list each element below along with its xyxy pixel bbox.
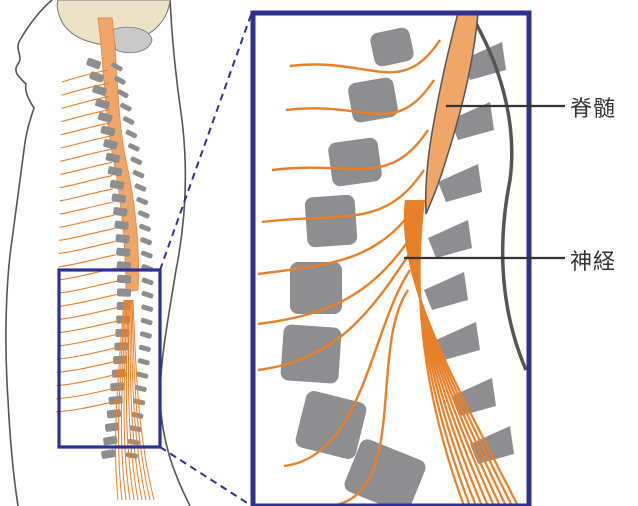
process-small (125, 129, 138, 139)
process-small (141, 277, 154, 286)
nerve-small (60, 202, 114, 214)
nerve-small (61, 149, 112, 161)
body-outline (6, 0, 52, 506)
process-small (139, 331, 152, 339)
vertebra-small (86, 57, 102, 69)
nerve-small (59, 242, 115, 254)
enlarged-view (253, 13, 529, 506)
process-small (132, 169, 145, 179)
nerve-small (58, 281, 117, 293)
process-small (136, 196, 149, 205)
nerve-small (57, 321, 118, 333)
process-small (140, 250, 153, 259)
body-side-view (6, 0, 190, 506)
process-small (127, 142, 140, 152)
process-small (140, 317, 153, 325)
nerve-small (60, 162, 112, 174)
process-small (139, 223, 152, 232)
process-small (140, 237, 153, 246)
label-nerves: 神経 (570, 244, 616, 276)
vertebra-small (117, 288, 131, 297)
zoom-connector-bottom (160, 447, 252, 506)
vertebra-small (101, 449, 116, 459)
process-small (134, 183, 147, 192)
vertebra-small (116, 248, 131, 257)
vertebra-small (117, 275, 131, 284)
nerve-small (57, 360, 121, 372)
vertebral-body (327, 137, 383, 188)
process-small (136, 371, 149, 379)
process-small (134, 385, 147, 393)
nerve-small (60, 176, 112, 188)
process-small (130, 156, 143, 166)
vertebral-body (347, 76, 399, 123)
nerve-small (59, 215, 114, 227)
nerve-small (58, 308, 118, 320)
vertebral-body (304, 194, 357, 247)
nerves-small (56, 70, 154, 500)
nerve-small (57, 347, 120, 359)
back-outline (160, 0, 190, 506)
nerve-small (58, 294, 118, 306)
process-small (137, 210, 150, 219)
process-small (122, 116, 135, 126)
nerve-small (61, 136, 111, 148)
nerve-small (57, 334, 119, 346)
label-spinal-cord: 脊髄 (570, 91, 616, 123)
nerve-small (60, 189, 113, 201)
nerve-small (59, 255, 116, 267)
nerve-small (59, 228, 115, 240)
vertebra-small (105, 422, 120, 432)
process-small (141, 304, 154, 312)
process-small (119, 102, 132, 112)
process-small (141, 291, 154, 300)
process-small (137, 358, 150, 366)
vertebra-small (115, 234, 130, 244)
process-small (138, 344, 151, 352)
